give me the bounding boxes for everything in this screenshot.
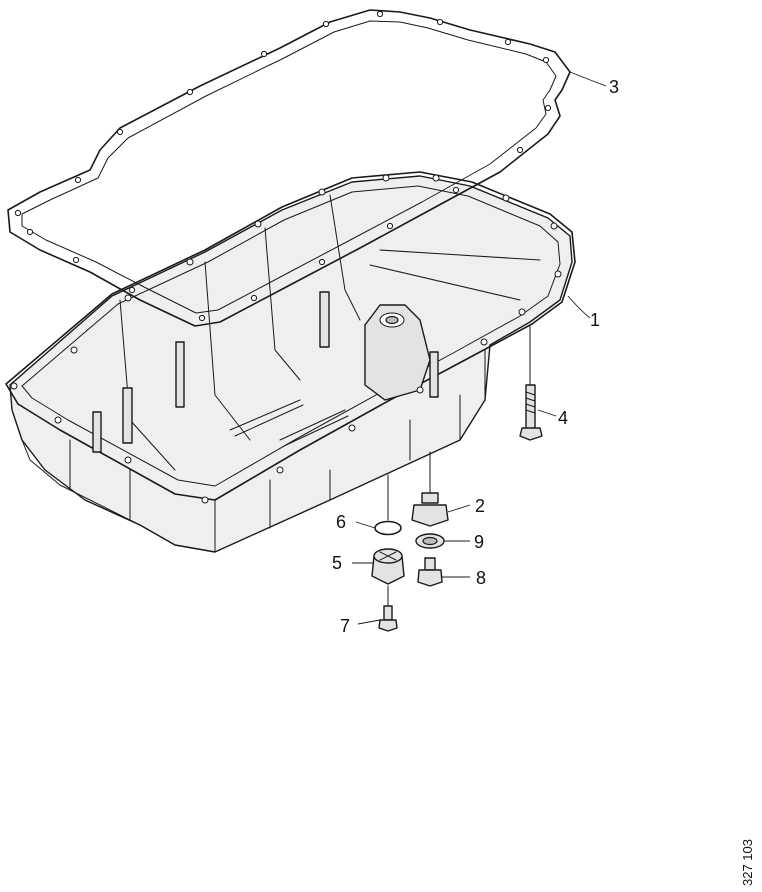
flange-bolt-holes — [10, 174, 562, 504]
callout-1: 1 — [590, 310, 600, 330]
callout-6: 6 — [336, 512, 346, 532]
callout-labels: 1 2 3 4 5 6 7 8 9 — [332, 77, 619, 636]
callout-7: 7 — [340, 616, 350, 636]
callout-9: 9 — [474, 532, 484, 552]
oil-pan-gasket — [7, 9, 571, 327]
gasket-bolt-holes — [14, 10, 552, 322]
callout-8: 8 — [476, 568, 486, 588]
callout-3: 3 — [609, 77, 619, 97]
sensor-assembly — [371, 474, 405, 632]
callout-2: 2 — [475, 496, 485, 516]
callout-5: 5 — [332, 553, 342, 573]
pan-bolt — [519, 324, 543, 441]
callout-4: 4 — [558, 408, 568, 428]
leader-lines — [352, 71, 607, 625]
drain-plug-assembly — [411, 451, 449, 587]
document-number: 327 103 — [740, 839, 755, 886]
oil-pan — [5, 171, 576, 553]
